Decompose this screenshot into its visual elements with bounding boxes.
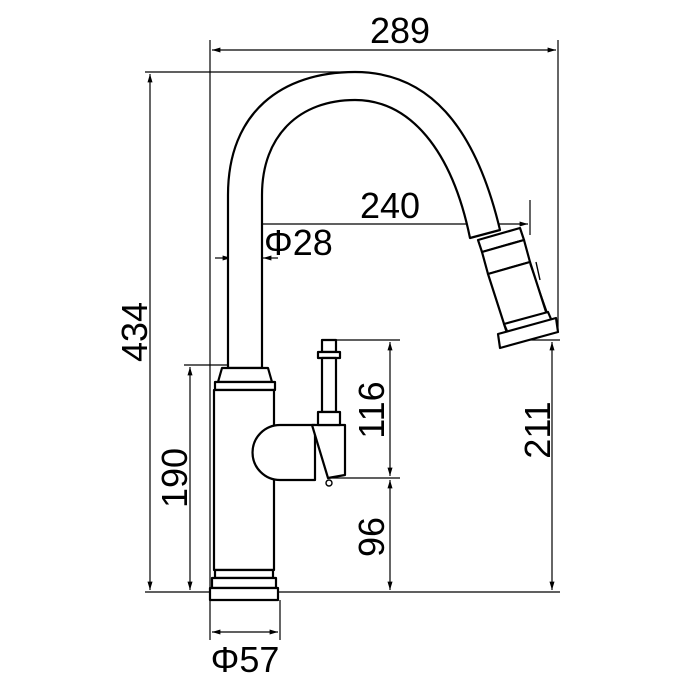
label-spout-diameter: Φ28	[264, 222, 333, 263]
label-overall-height: 434	[114, 302, 155, 362]
lever-handle	[310, 338, 347, 487]
label-base-diameter: Φ57	[211, 639, 280, 680]
label-outlet-height: 211	[517, 401, 558, 458]
label-overall-width: 289	[370, 10, 430, 51]
label-body-height: 190	[154, 448, 195, 508]
dimension-lines	[147, 47, 556, 635]
base-ring	[208, 586, 280, 602]
dimension-labels: 289 240 Φ28 434 190 116 96 211 Φ57	[114, 10, 558, 680]
main-body	[212, 388, 276, 572]
handle-boss	[251, 423, 317, 482]
spout-tube	[226, 70, 502, 370]
spray-head	[476, 226, 560, 350]
label-spout-reach: 240	[360, 185, 420, 226]
label-handle-height: 116	[351, 381, 392, 438]
faucet-body	[208, 70, 560, 602]
label-handle-base-height: 96	[351, 517, 392, 557]
upper-collar	[216, 366, 274, 384]
